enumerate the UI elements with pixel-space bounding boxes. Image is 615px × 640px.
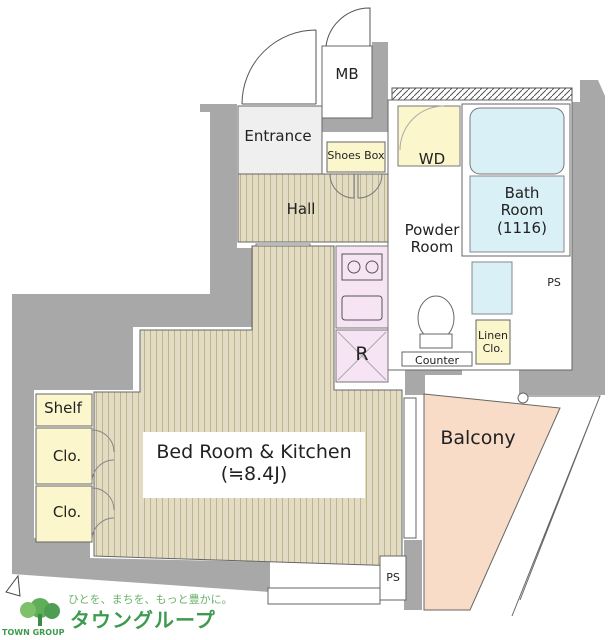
balcony-label: Balcony [440,427,516,449]
balcony-railing [511,395,601,617]
toilet-tank [419,333,453,349]
ps-upper-label: PS [547,276,561,289]
wd-space [397,105,461,167]
brand-tagline: ひとを、まちを、もっと豊かに。 [68,593,233,606]
entrance-door-arc [241,29,317,105]
bottom-window [267,587,381,605]
closet-1 [35,427,93,485]
bath-label-line1: Bath [504,184,540,202]
wall-lower-right [404,540,422,610]
mb-label: MB [335,65,359,83]
bathtub [469,107,565,175]
shoes-box-label: Shoes Box [327,149,385,162]
shelf-label: Shelf [44,399,82,417]
shoes-box-door-arcs [329,173,383,199]
washbasin-area [471,261,513,315]
bath-floor [469,175,565,253]
closet-1-label: Clo. [52,447,82,465]
bed-room-kitchen-label: Bed Room & Kitchen (≒8.4J) [143,441,365,486]
hall-floor [237,173,389,243]
toilet [417,295,455,341]
balcony-drain [517,392,529,404]
powder-label-line1: Powder [404,221,460,239]
wall-top-mb [372,42,388,132]
tree-logo-icon [20,598,60,626]
linen-label-line2: Clo. [482,341,504,355]
entrance-label: Entrance [244,127,312,145]
closet-2-label: Clo. [52,503,82,521]
stove-burner-1 [347,260,361,274]
linen-label-line1: Linen [478,329,508,342]
shoes-box [326,141,386,173]
entrance-floor [237,105,323,175]
hatch-strip [391,87,573,101]
hall-label: Hall [286,200,316,218]
balcony-window [403,397,417,539]
main-label-line2: (≒8.4J) [220,462,288,485]
outer-wall-right [405,80,605,395]
linen-closet [475,319,511,365]
mb-box [321,45,373,119]
counter-label: Counter [415,354,459,367]
main-label-bg [143,432,365,498]
shelf [35,393,93,427]
outer-wall-left [12,104,270,592]
sink [341,295,383,321]
closet-door-arcs [91,429,115,541]
ps-lower-label: PS [386,571,400,584]
linen-closet-label: Linen Clo. [476,329,510,355]
stove [341,253,383,281]
wd-label: WD [418,150,446,168]
bath-room-label: Bath Room (1116) [484,184,560,237]
wd-door-arc [399,105,445,151]
bath-label-line2: Room [500,201,544,220]
powder-room-label: Powder Room [398,221,466,257]
brand-name: タウングループ [70,608,216,632]
balcony-floor [423,393,561,611]
bath-label-line3: (1116) [497,218,547,237]
brand-name-en: TOWN GROUP [2,628,65,637]
refrigerator-label: R [355,343,369,365]
counter [401,351,473,367]
stove-burner-2 [365,260,379,274]
refrigerator-x [337,331,387,381]
main-label-line1: Bed Room & Kitchen [156,441,352,463]
compass-needle [5,574,21,597]
powder-label-line2: Room [410,238,454,257]
wall-mb-bottom [322,118,388,132]
mb-door-arc [325,7,371,47]
closet-2 [35,485,93,543]
ps-lower-box [379,555,407,601]
